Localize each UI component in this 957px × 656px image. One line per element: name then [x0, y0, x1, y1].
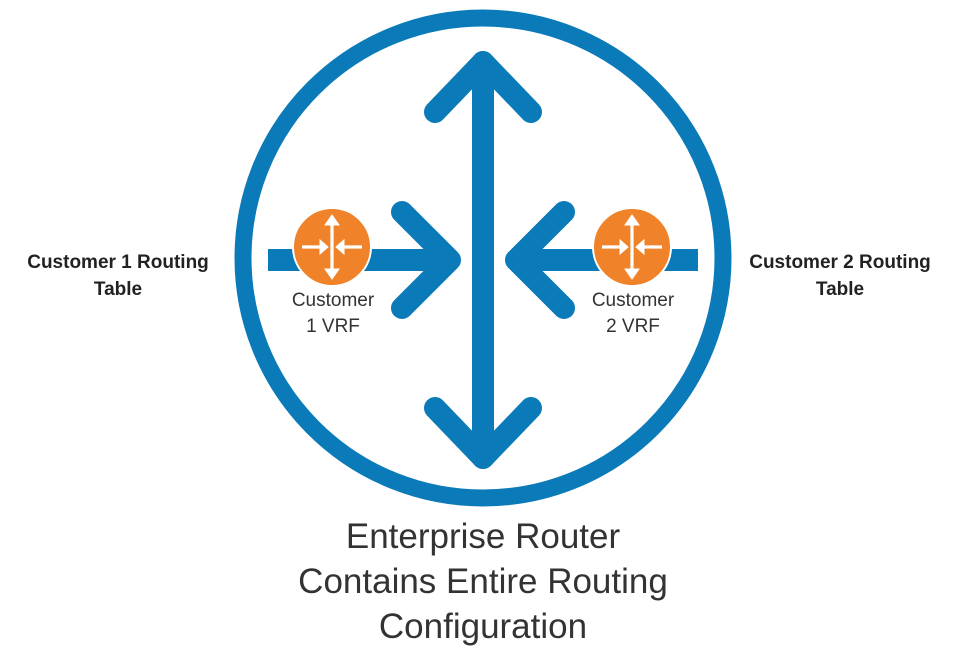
- left-arrowhead: [391, 201, 461, 319]
- down-arrowhead: [424, 397, 542, 469]
- right-arrowhead: [505, 201, 575, 319]
- vertical-double-arrow: [424, 51, 542, 469]
- customer1-routing-table-label: Customer 1 Routing Table: [27, 252, 209, 300]
- enterprise-router-circle: [234, 9, 732, 507]
- up-arrowhead: [424, 51, 542, 123]
- customer1-vrf-label: Customer 1 VRF: [291, 290, 375, 337]
- enterprise-router-caption: Enterprise Router Contains Entire Routin…: [298, 517, 668, 646]
- customer2-router-icon: [592, 207, 672, 287]
- customer1-router-icon: [292, 207, 372, 287]
- customer2-vrf-label: Customer 2 VRF: [591, 290, 675, 337]
- customer2-routing-table-label: Customer 2 Routing Table: [749, 252, 931, 300]
